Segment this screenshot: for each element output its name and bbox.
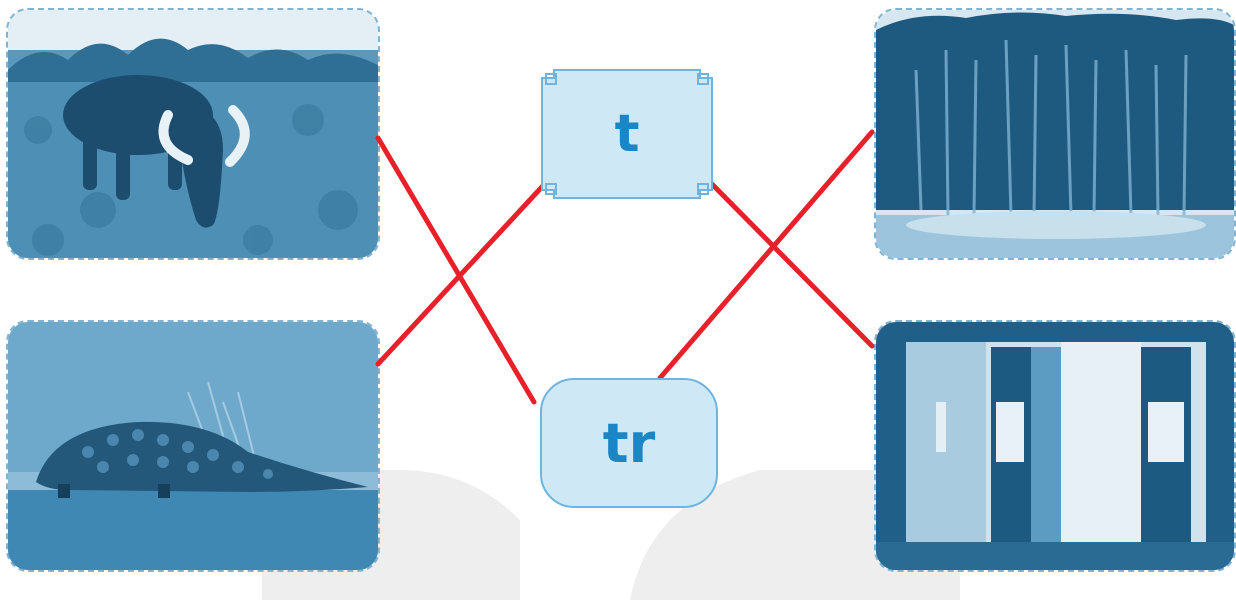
line-buffalo-tr — [375, 135, 537, 405]
bamboo-picture — [874, 8, 1236, 260]
label-box-tr: tr — [540, 378, 718, 508]
line-wardrobe-t — [697, 169, 875, 349]
line-pangolin-t — [375, 173, 555, 367]
label-tr-text: tr — [602, 411, 656, 475]
wardrobe-picture — [874, 320, 1236, 572]
label-box-t: t — [536, 66, 718, 202]
buffalo-picture — [6, 8, 380, 260]
label-t-text: t — [614, 104, 640, 164]
pangolin-picture — [6, 320, 380, 572]
line-bamboo-tr — [657, 129, 875, 381]
